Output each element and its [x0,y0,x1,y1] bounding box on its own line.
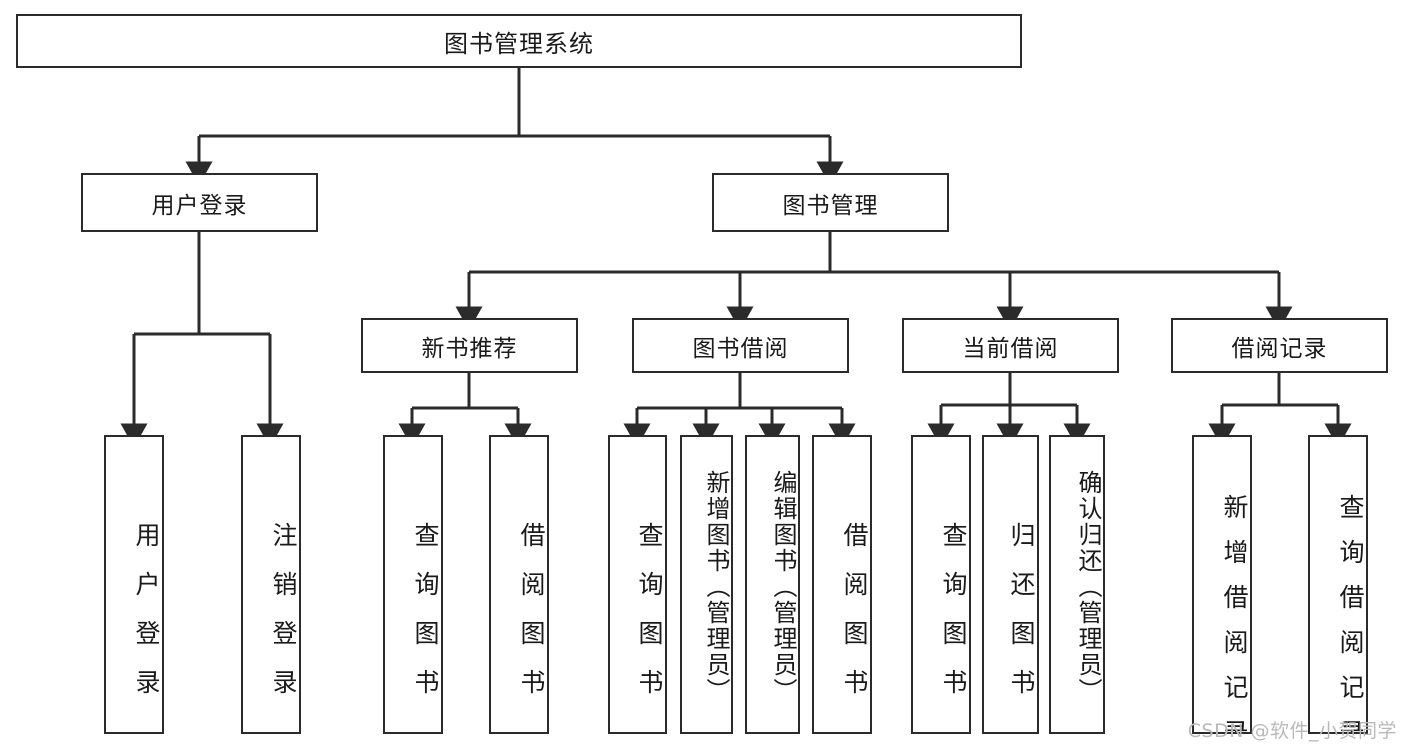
leaf-record-query-borrow-record[interactable]: 查询借阅记录 [1308,435,1368,734]
node-book-management[interactable]: 图书管理 [712,173,949,232]
node-label: 图书管理 [782,192,879,219]
node-borrow-record[interactable]: 借阅记录 [1171,318,1388,373]
node-label: 用户登录 [151,192,248,219]
leaf-label: 查询图书 [635,521,664,718]
leaf-label: 借阅图书 [840,521,869,718]
leaf-label: 借阅图书 [517,521,546,718]
node-new-book-recommend[interactable]: 新书推荐 [361,318,578,373]
node-label: 新书推荐 [421,335,518,362]
leaf-label: 归还图书 [1007,521,1036,718]
leaf-label: 新增借阅记录 [1220,493,1249,734]
leaf-label: 查询图书 [411,521,440,718]
node-book-borrow[interactable]: 图书借阅 [632,318,849,373]
node-current-borrow[interactable]: 当前借阅 [902,318,1119,373]
leaf-record-add-borrow-record[interactable]: 新增借阅记录 [1192,435,1252,734]
node-root-book-management-system[interactable]: 图书管理系统 [16,14,1022,68]
leaf-current-return-book[interactable]: 归还图书 [982,435,1039,734]
node-user-login[interactable]: 用户登录 [81,173,318,232]
leaf-recommend-borrow-book[interactable]: 借阅图书 [489,435,549,734]
leaf-current-query-book[interactable]: 查询图书 [911,435,971,734]
leaf-label: 查询图书 [939,521,968,718]
watermark: CSDN @软件_小贺同学 [1187,720,1397,742]
node-label: 借阅记录 [1231,335,1328,362]
leaf-label: 新增图书（管理员） [702,469,730,704]
leaf-label: 确认归还（管理员） [1074,469,1102,704]
node-label: 图书借阅 [692,335,789,362]
node-label: 当前借阅 [962,335,1059,362]
leaf-borrow-edit-book-admin[interactable]: 编辑图书（管理员） [745,435,800,734]
leaf-label: 编辑图书（管理员） [769,469,797,704]
leaf-user-login[interactable]: 用户登录 [104,435,164,734]
leaf-current-confirm-return-admin[interactable]: 确认归还（管理员） [1049,435,1105,734]
leaf-borrow-borrow-book[interactable]: 借阅图书 [812,435,872,734]
leaf-borrow-add-book-admin[interactable]: 新增图书（管理员） [680,435,733,734]
leaf-label: 注销登录 [269,521,298,718]
leaf-label: 用户登录 [132,521,161,718]
node-label: 图书管理系统 [444,29,594,58]
leaf-recommend-query-book[interactable]: 查询图书 [383,435,443,734]
leaf-borrow-query-book[interactable]: 查询图书 [608,435,667,734]
leaf-label: 查询借阅记录 [1336,493,1365,734]
leaf-logout[interactable]: 注销登录 [241,435,301,734]
